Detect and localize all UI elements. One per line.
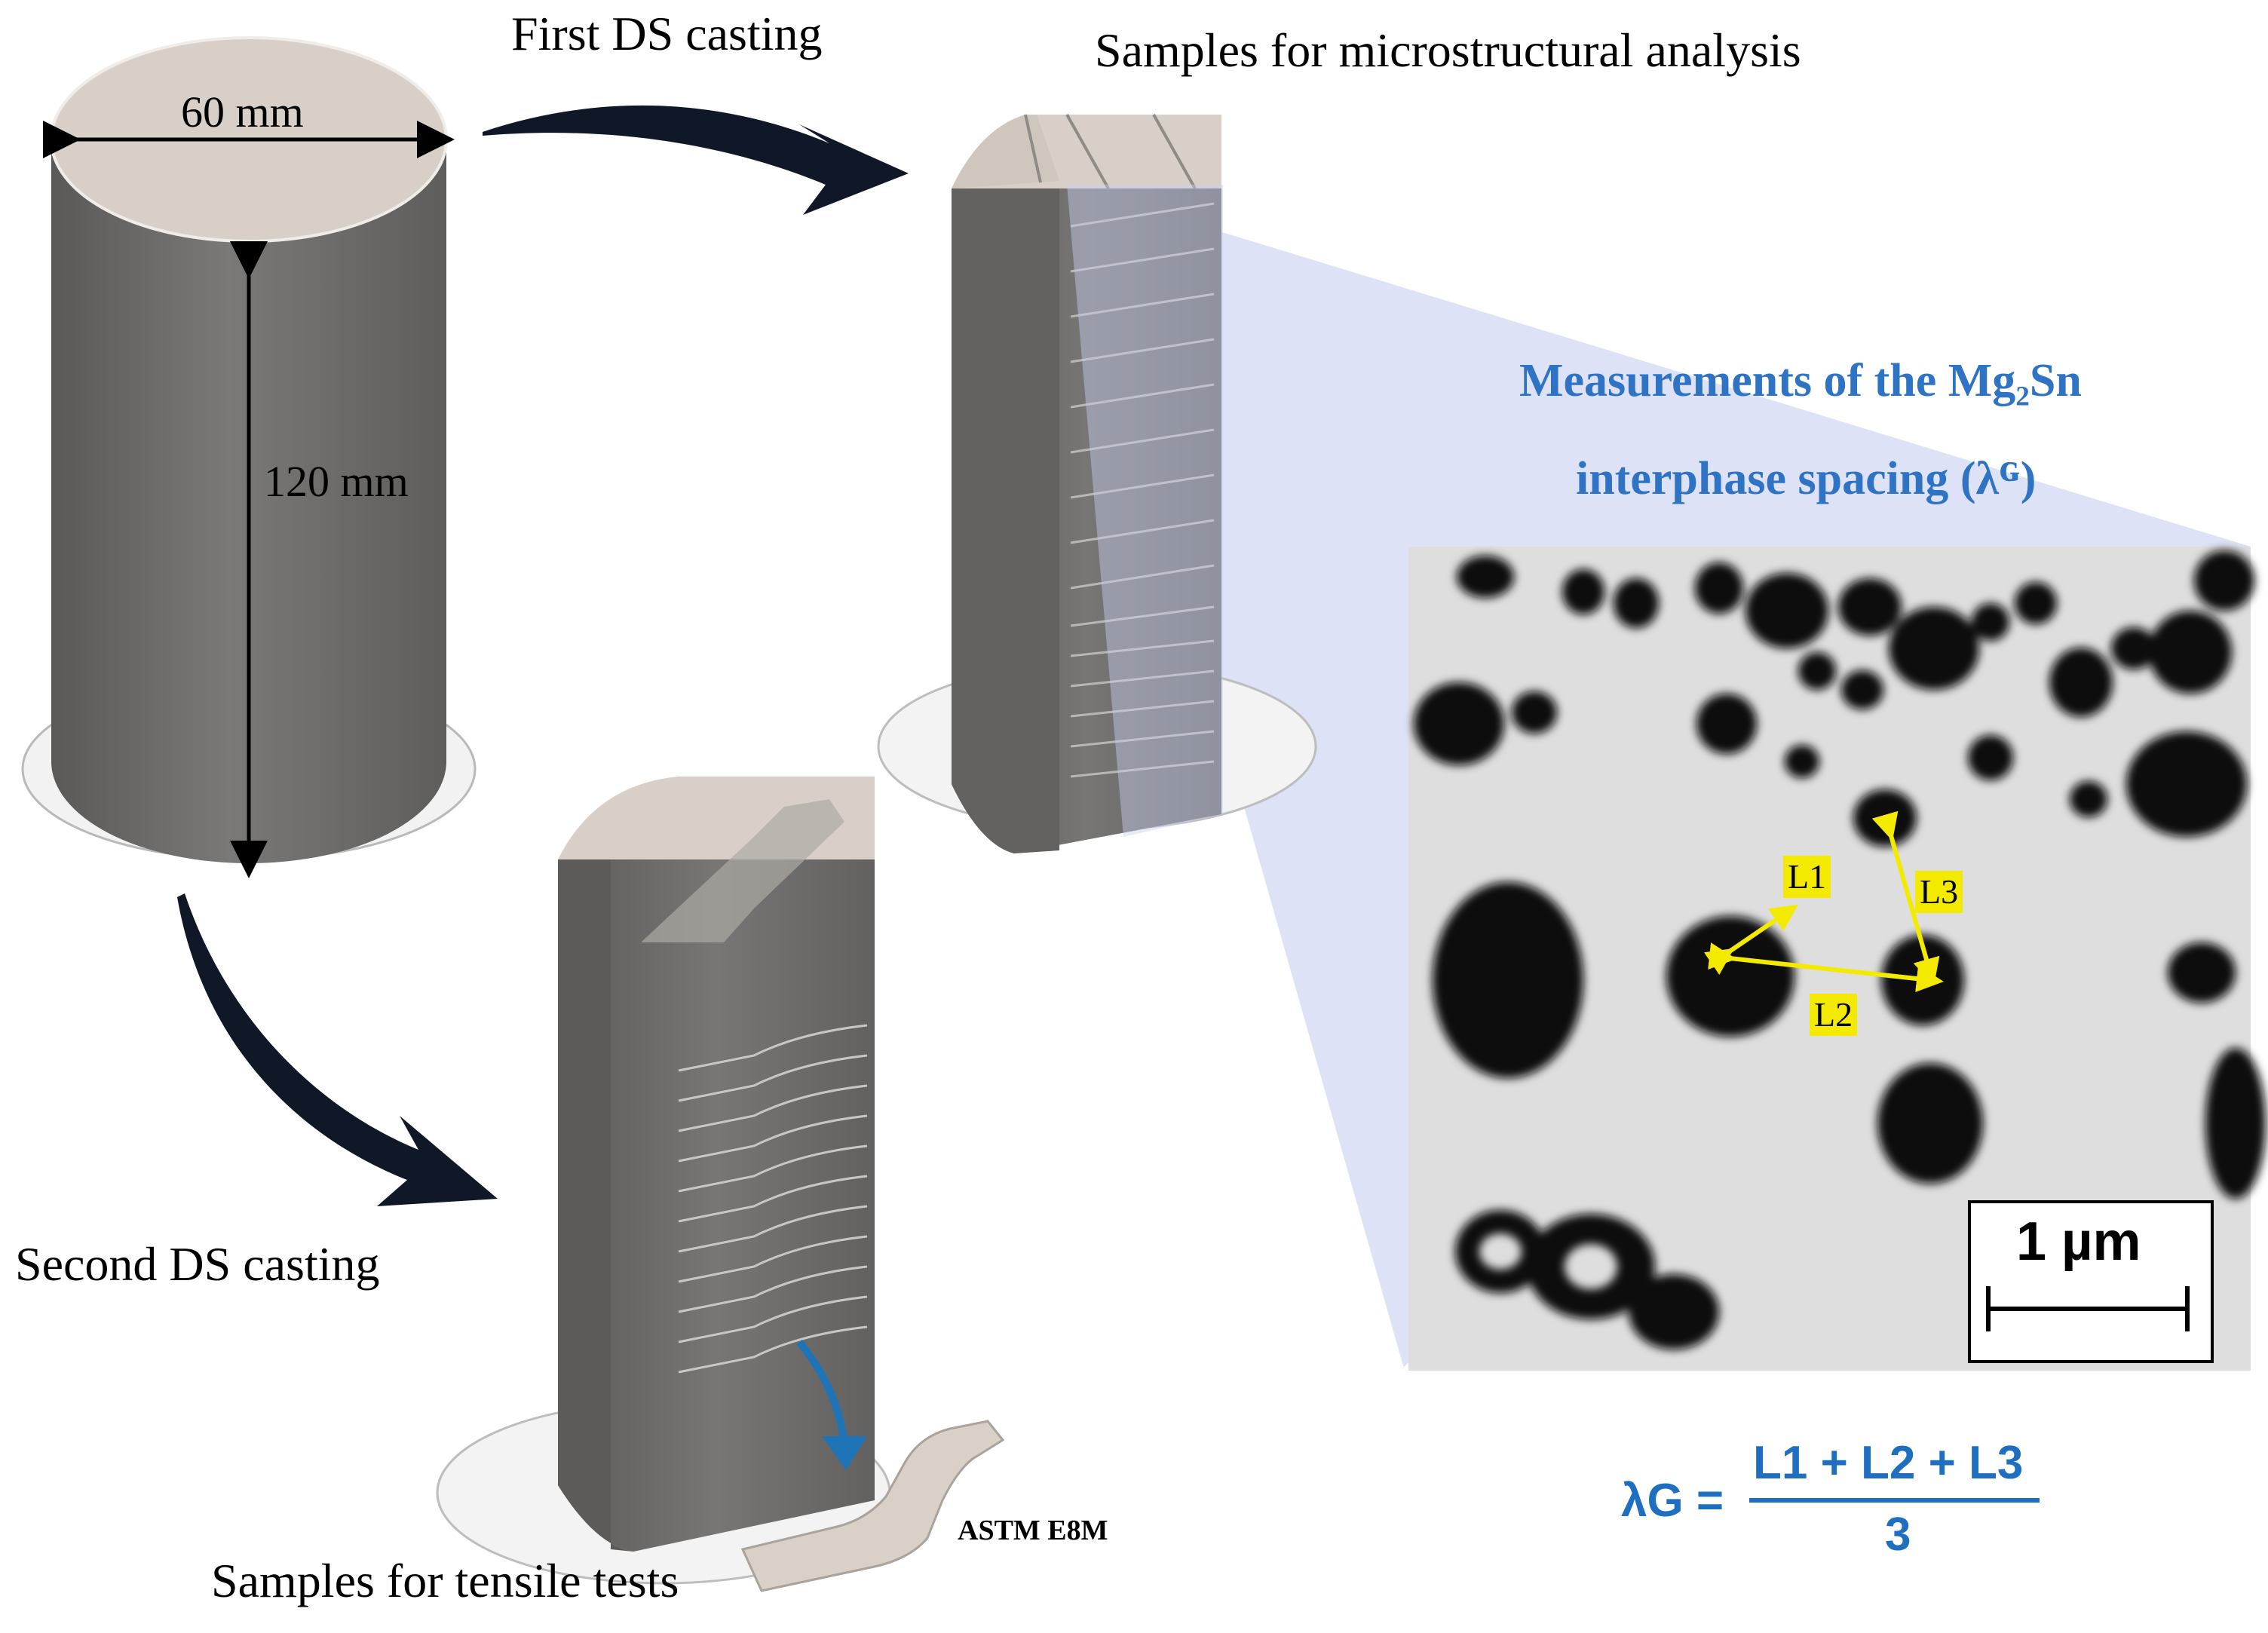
arrow-second-casting	[177, 893, 498, 1206]
measurement-title-line1: Measurements of the Mg₂Sn	[1519, 355, 2082, 406]
micro-samples-label: Samples for microstructural analysis	[1095, 23, 1801, 77]
scale-bar-tick-left	[1986, 1286, 1991, 1331]
segment-label-l1: L1	[1783, 856, 1831, 898]
first-casting-label: First DS casting	[511, 7, 823, 60]
measurement-title-line2: interphase spacing (λᴳ)	[1576, 453, 2037, 504]
segment-l3-line	[1871, 810, 1940, 986]
diameter-label: 60 mm	[181, 87, 304, 136]
segment-label-l2: L2	[1810, 994, 1858, 1036]
micro-sample-block	[877, 114, 1317, 853]
astm-label: ASTM E8M	[958, 1515, 1108, 1546]
tensile-specimen	[740, 1420, 1005, 1592]
height-label: 120 mm	[264, 457, 409, 506]
arrow-first-casting	[483, 105, 909, 215]
segment-label-l3: L3	[1915, 871, 1963, 913]
scale-bar-box: 1 µm	[1968, 1200, 2214, 1363]
scale-bar-line	[1986, 1307, 2190, 1311]
tensile-samples-label: Samples for tensile tests	[211, 1554, 679, 1607]
scale-bar-tick-right	[2185, 1286, 2190, 1331]
scale-bar-label: 1 µm	[2016, 1212, 2141, 1272]
second-casting-label: Second DS casting	[15, 1237, 380, 1291]
tensile-sample-block	[436, 777, 1005, 1592]
formula-fraction-bar	[1749, 1498, 2040, 1503]
formula-denominator: 3	[1885, 1509, 1911, 1561]
blue-extract-arrow	[796, 1339, 848, 1445]
formula-numerator: L1 + L2 + L3	[1753, 1437, 2024, 1489]
cylinder	[21, 36, 477, 878]
formula: λG = L1 + L2 + L3 3	[1621, 1432, 2043, 1568]
formula-lhs: λG =	[1621, 1475, 1724, 1527]
